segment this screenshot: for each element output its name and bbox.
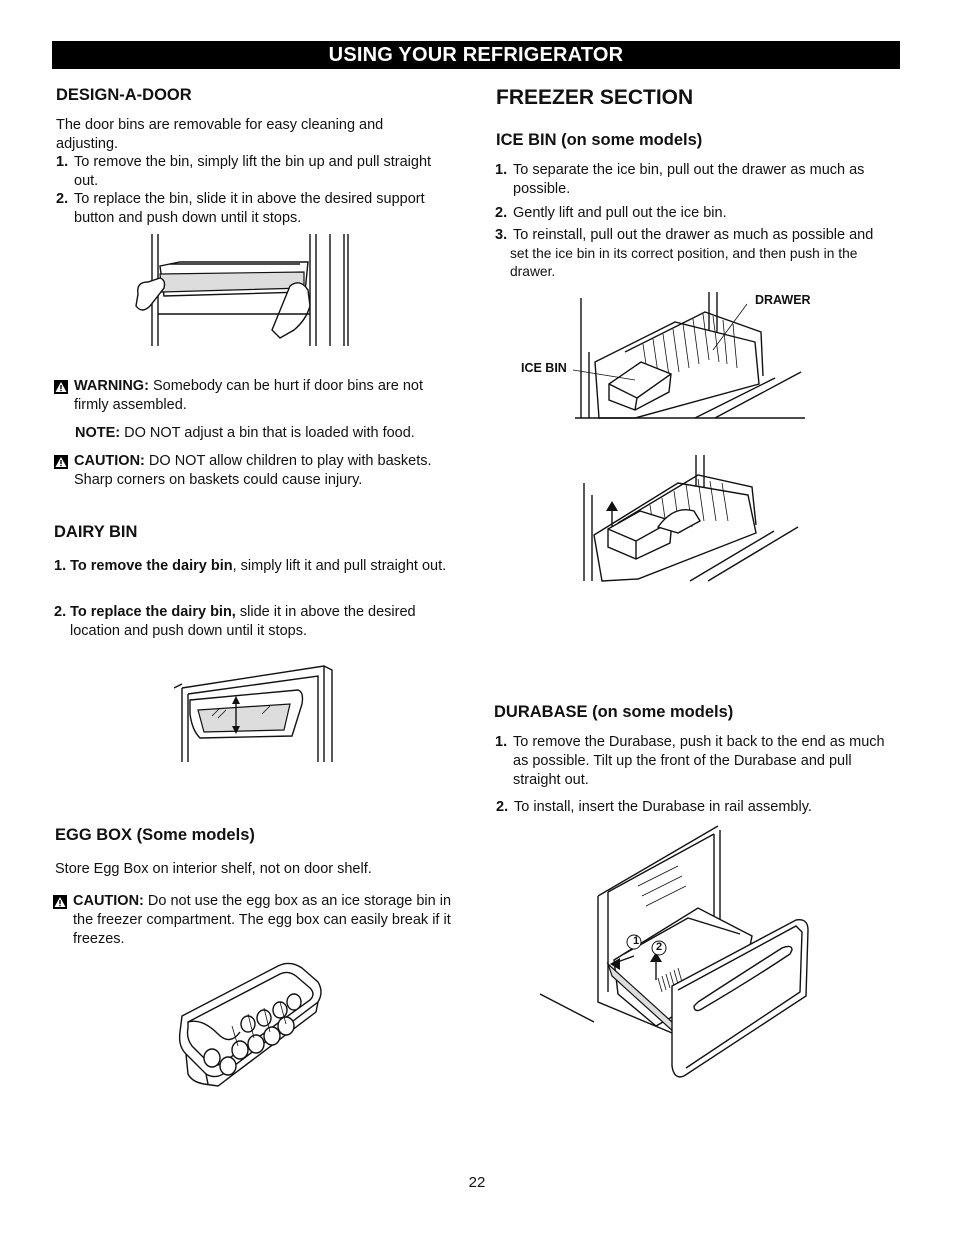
ice-bin-drawer-illustration: [572, 292, 805, 419]
warning-label: WARNING:: [74, 378, 149, 394]
warning-triangle-icon: [54, 380, 68, 394]
ice-bin-step-1: 1. To separate the ice bin, pull out the …: [495, 161, 905, 199]
step-number: 2.: [496, 799, 509, 815]
durabase-step-2: 2. To install, insert the Durabase in rai…: [496, 798, 901, 817]
step-marker-2: 2: [655, 941, 663, 953]
page-number: 22: [468, 1174, 486, 1191]
step-text: To separate the ice bin, pull out the dr…: [513, 162, 865, 197]
warning-text: Somebody can be hurt if door bins are no…: [74, 378, 423, 413]
egg-box-illustration: [178, 962, 322, 1087]
caution-notice-baskets: CAUTION: DO NOT allow children to play w…: [54, 452, 454, 490]
ice-bin-heading: ICE BIN (on some models): [496, 131, 703, 149]
warning-notice: WARNING: Somebody can be hurt if door bi…: [54, 377, 454, 415]
step-number: 2.: [495, 205, 508, 221]
warning-triangle-icon: [54, 455, 68, 469]
step-text: To replace the bin, slide it in above th…: [74, 191, 425, 226]
step-text: slide it in above the desired location a…: [70, 604, 416, 639]
drawer-label: DRAWER: [755, 293, 811, 307]
caution-label: CAUTION:: [73, 893, 144, 909]
door-bin-illustration: [135, 234, 349, 346]
note-text: DO NOT adjust a bin that is loaded with …: [124, 425, 415, 441]
dairy-bin-step-1: 1. To remove the dairy bin, simply lift …: [54, 557, 454, 576]
step-text: To reinstall, pull out the drawer as muc…: [513, 227, 874, 243]
egg-box-heading: EGG BOX (Some models): [55, 826, 255, 844]
ice-bin-label: ICE BIN: [521, 361, 567, 375]
step-lead: 2. To replace the dairy bin,: [54, 604, 236, 620]
dairy-bin-step-2: 2. To replace the dairy bin, slide it in…: [54, 603, 454, 641]
caution-text: Do not use the egg box as an ice storage…: [73, 893, 452, 947]
caution-label: CAUTION:: [74, 453, 145, 469]
step-text: Gently lift and pull out the ice bin.: [513, 205, 727, 221]
note-label: NOTE:: [75, 425, 121, 441]
durabase-heading: DURABASE (on some models): [494, 703, 734, 721]
step-text: To remove the Durabase, push it back to …: [513, 734, 885, 788]
durabase-step-1: 1. To remove the Durabase, push it back t…: [495, 733, 900, 790]
caution-notice-egg-box: CAUTION: Do not use the egg box as an ic…: [53, 892, 463, 949]
dairy-bin-heading: DAIRY BIN: [54, 523, 138, 541]
step-text: , simply lift it and pull straight out.: [232, 558, 447, 574]
durabase-illustration: [539, 825, 809, 1078]
design-a-door-step-2: 2. To replace the bin, slide it in above …: [56, 190, 456, 228]
ice-bin-lift-illustration: [583, 455, 799, 582]
ice-bin-step-3: 3. To reinstall, pull out the drawer as m…: [495, 226, 905, 245]
step-lead: 1. To remove the dairy bin: [54, 558, 233, 574]
step-number: 1.: [56, 154, 69, 170]
freezer-section-heading: FREEZER SECTION: [496, 86, 694, 109]
step-number: 3.: [495, 227, 508, 243]
caution-text: DO NOT allow children to play with baske…: [74, 453, 432, 488]
step-number: 1.: [495, 162, 508, 178]
ice-bin-step-3-continued: set the ice bin in its correct position,…: [510, 246, 858, 279]
ice-bin-step-2: 2. Gently lift and pull out the ice bin.: [495, 204, 905, 223]
page-banner: USING YOUR REFRIGERATOR: [52, 41, 900, 69]
design-a-door-intro: The door bins are removable for easy cle…: [56, 117, 384, 152]
step-number: 2.: [56, 191, 69, 207]
design-a-door-step-1: 1. To remove the bin, simply lift the bin…: [56, 153, 446, 191]
dairy-bin-illustration: [173, 665, 333, 762]
note: NOTE: DO NOT adjust a bin that is loaded…: [75, 424, 465, 443]
step-text: To install, insert the Durabase in rail …: [514, 799, 812, 815]
design-a-door-heading: DESIGN-A-DOOR: [56, 86, 192, 104]
step-number: 1.: [495, 734, 508, 750]
egg-box-intro: Store Egg Box on interior shelf, not on …: [55, 861, 372, 877]
step-text: To remove the bin, simply lift the bin u…: [74, 154, 432, 189]
step-marker-1: 1: [632, 935, 640, 947]
warning-triangle-icon: [53, 895, 67, 909]
